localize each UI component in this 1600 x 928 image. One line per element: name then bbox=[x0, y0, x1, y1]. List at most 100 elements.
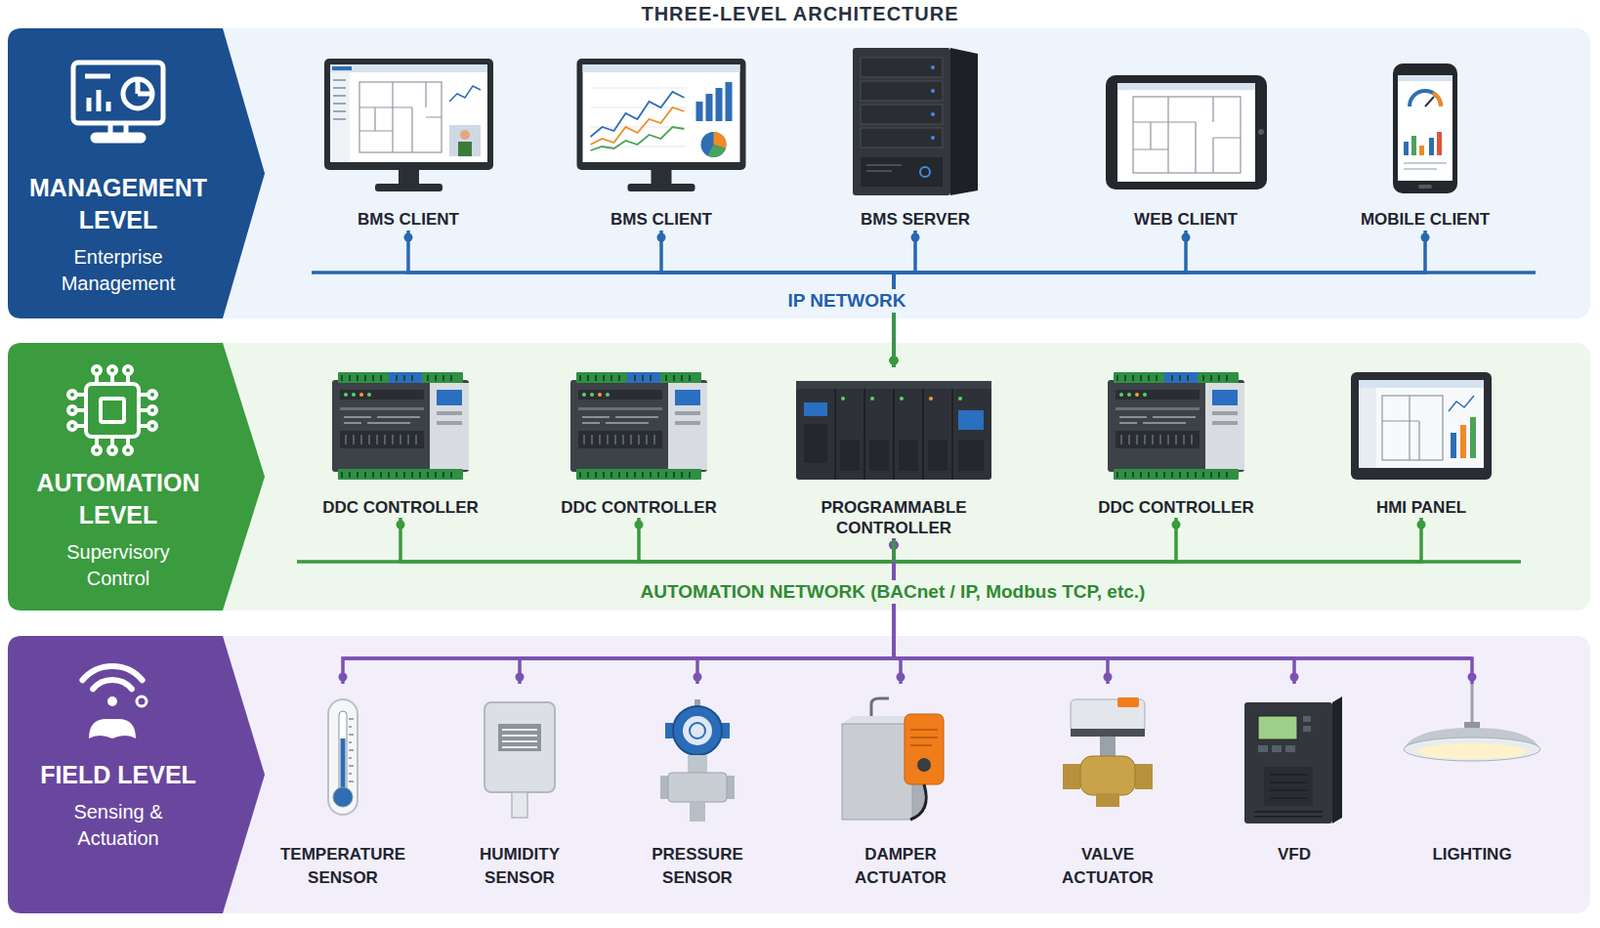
level-band: AUTOMATION LEVEL Supervisory Control DDC C… bbox=[7, 342, 1591, 611]
connection-dot bbox=[911, 233, 921, 243]
device-label: PROGRAMMABLE CONTROLLER bbox=[809, 497, 978, 539]
device-node: BMS CLIENT bbox=[568, 50, 755, 231]
device-node: BMS CLIENT bbox=[315, 50, 502, 231]
device-label: TEMPERATURE SENSOR bbox=[278, 842, 408, 890]
hmi-picture bbox=[1350, 372, 1492, 480]
connection-dot bbox=[515, 673, 525, 682]
wireless-sensor-icon bbox=[82, 666, 147, 739]
level-title: MANAGEMENT LEVEL bbox=[15, 171, 221, 237]
device-node: DAMPER ACTUATOR bbox=[832, 683, 969, 890]
device-node: PRESSURE SENSOR bbox=[629, 683, 766, 890]
device-label: MOBILE CLIENT bbox=[1336, 209, 1515, 231]
automation-band-ground bbox=[7, 342, 1591, 611]
network-connector bbox=[893, 538, 1295, 684]
level-heading: FIELD LEVEL Sensing & Actuation bbox=[15, 758, 221, 852]
device-node: TEMPERATURE SENSOR bbox=[274, 683, 412, 890]
diagram-title: THREE-LEVEL ARCHITECTURE bbox=[640, 1, 959, 26]
device-label: DDC CONTROLLER bbox=[316, 497, 485, 518]
device-label: LIGHTING bbox=[1407, 842, 1537, 867]
level-title: AUTOMATION LEVEL bbox=[15, 466, 221, 532]
level-subtitle: Sensing & Actuation bbox=[35, 799, 202, 852]
device-label: DDC CONTROLLER bbox=[1092, 497, 1261, 518]
damper-actuator-picture bbox=[842, 698, 944, 820]
device-label: BMS CLIENT bbox=[572, 209, 751, 231]
connection-dot bbox=[1172, 520, 1181, 530]
valve-actuator-picture bbox=[1062, 697, 1153, 807]
level-band: FIELD LEVEL Sensing & ActuationTEMPERATUR… bbox=[7, 635, 1591, 914]
monitor-icon bbox=[73, 62, 164, 141]
device-label: VALVE ACTUATOR bbox=[1043, 842, 1173, 890]
connection-dot bbox=[693, 673, 703, 682]
network-connector bbox=[342, 538, 894, 684]
device-node: DDC CONTROLLER bbox=[312, 367, 489, 518]
connection-dot bbox=[657, 233, 667, 243]
device-label: DDC CONTROLLER bbox=[554, 497, 723, 518]
connection-dot bbox=[1181, 233, 1191, 243]
device-node: DDC CONTROLLER bbox=[550, 367, 727, 518]
network-connector bbox=[893, 230, 1186, 368]
device-label: WEB CLIENT bbox=[1096, 209, 1275, 231]
device-label: HUMIDITY SENSOR bbox=[455, 842, 585, 890]
network-connector bbox=[519, 538, 894, 684]
device-node: MOBILE CLIENT bbox=[1332, 50, 1518, 231]
field-band-ground bbox=[7, 635, 1591, 914]
device-label: DAMPER ACTUATOR bbox=[836, 842, 966, 890]
tablet-picture bbox=[1105, 75, 1267, 190]
monitor-picture bbox=[324, 58, 494, 192]
device-label: VFD bbox=[1229, 842, 1359, 867]
device-label: BMS CLIENT bbox=[319, 209, 498, 231]
network-connector bbox=[893, 538, 1108, 684]
connection-dot bbox=[338, 673, 348, 682]
device-node: VALVE ACTUATOR bbox=[1039, 683, 1177, 890]
device-label: PRESSURE SENSOR bbox=[632, 842, 762, 890]
level-band: MANAGEMENT LEVEL Enterprise Management BMS… bbox=[7, 28, 1591, 319]
management-band-ground bbox=[7, 28, 1591, 319]
level-title: FIELD LEVEL bbox=[15, 758, 221, 792]
device-label: HMI PANEL bbox=[1337, 497, 1506, 518]
connection-dot bbox=[634, 520, 644, 530]
network-connector bbox=[893, 230, 1426, 368]
connection-dot bbox=[1103, 673, 1113, 682]
device-node: HUMIDITY SENSOR bbox=[451, 683, 589, 890]
device-node: WEB CLIENT bbox=[1093, 50, 1279, 231]
device-label: BMS SERVER bbox=[826, 209, 1005, 231]
connection-dot bbox=[1421, 233, 1431, 243]
device-node: DDC CONTROLLER bbox=[1088, 367, 1264, 518]
connection-dot bbox=[396, 520, 406, 530]
device-node: LIGHTING bbox=[1403, 683, 1541, 867]
connection-dot bbox=[896, 673, 906, 682]
pressure-sensor-picture bbox=[660, 699, 735, 822]
pendant-light-picture bbox=[1403, 683, 1541, 761]
level-subtitle: Supervisory Control bbox=[35, 539, 202, 592]
device-node: VFD bbox=[1225, 683, 1363, 867]
network-label: IP NETWORK bbox=[781, 289, 912, 313]
vfd-picture bbox=[1244, 696, 1343, 824]
connection-dot bbox=[1417, 520, 1427, 530]
level-subtitle: Enterprise Management bbox=[35, 244, 202, 297]
device-node: PROGRAMMABLE CONTROLLER bbox=[805, 367, 982, 539]
phone-picture bbox=[1392, 63, 1458, 194]
network-connector bbox=[893, 517, 1422, 562]
device-node: HMI PANEL bbox=[1333, 367, 1510, 518]
network-connector bbox=[893, 538, 1473, 684]
level-heading: MANAGEMENT LEVEL Enterprise Management bbox=[15, 171, 221, 297]
level-heading: AUTOMATION LEVEL Supervisory Control bbox=[15, 466, 221, 592]
connection-dot bbox=[1290, 673, 1300, 682]
connection-dot bbox=[404, 233, 414, 243]
monitor-picture bbox=[577, 58, 747, 192]
network-connector bbox=[697, 538, 894, 684]
connection-dot bbox=[1468, 673, 1477, 682]
chip-icon bbox=[68, 366, 157, 455]
network-label: AUTOMATION NETWORK (BACnet / IP, Modbus … bbox=[634, 580, 1152, 604]
network-connector bbox=[400, 517, 894, 562]
humidity-sensor-picture bbox=[484, 702, 555, 818]
thermometer-picture bbox=[328, 699, 358, 815]
plc-rack-picture bbox=[796, 380, 992, 480]
server-picture bbox=[852, 47, 978, 196]
device-node: BMS SERVER bbox=[822, 50, 1009, 231]
